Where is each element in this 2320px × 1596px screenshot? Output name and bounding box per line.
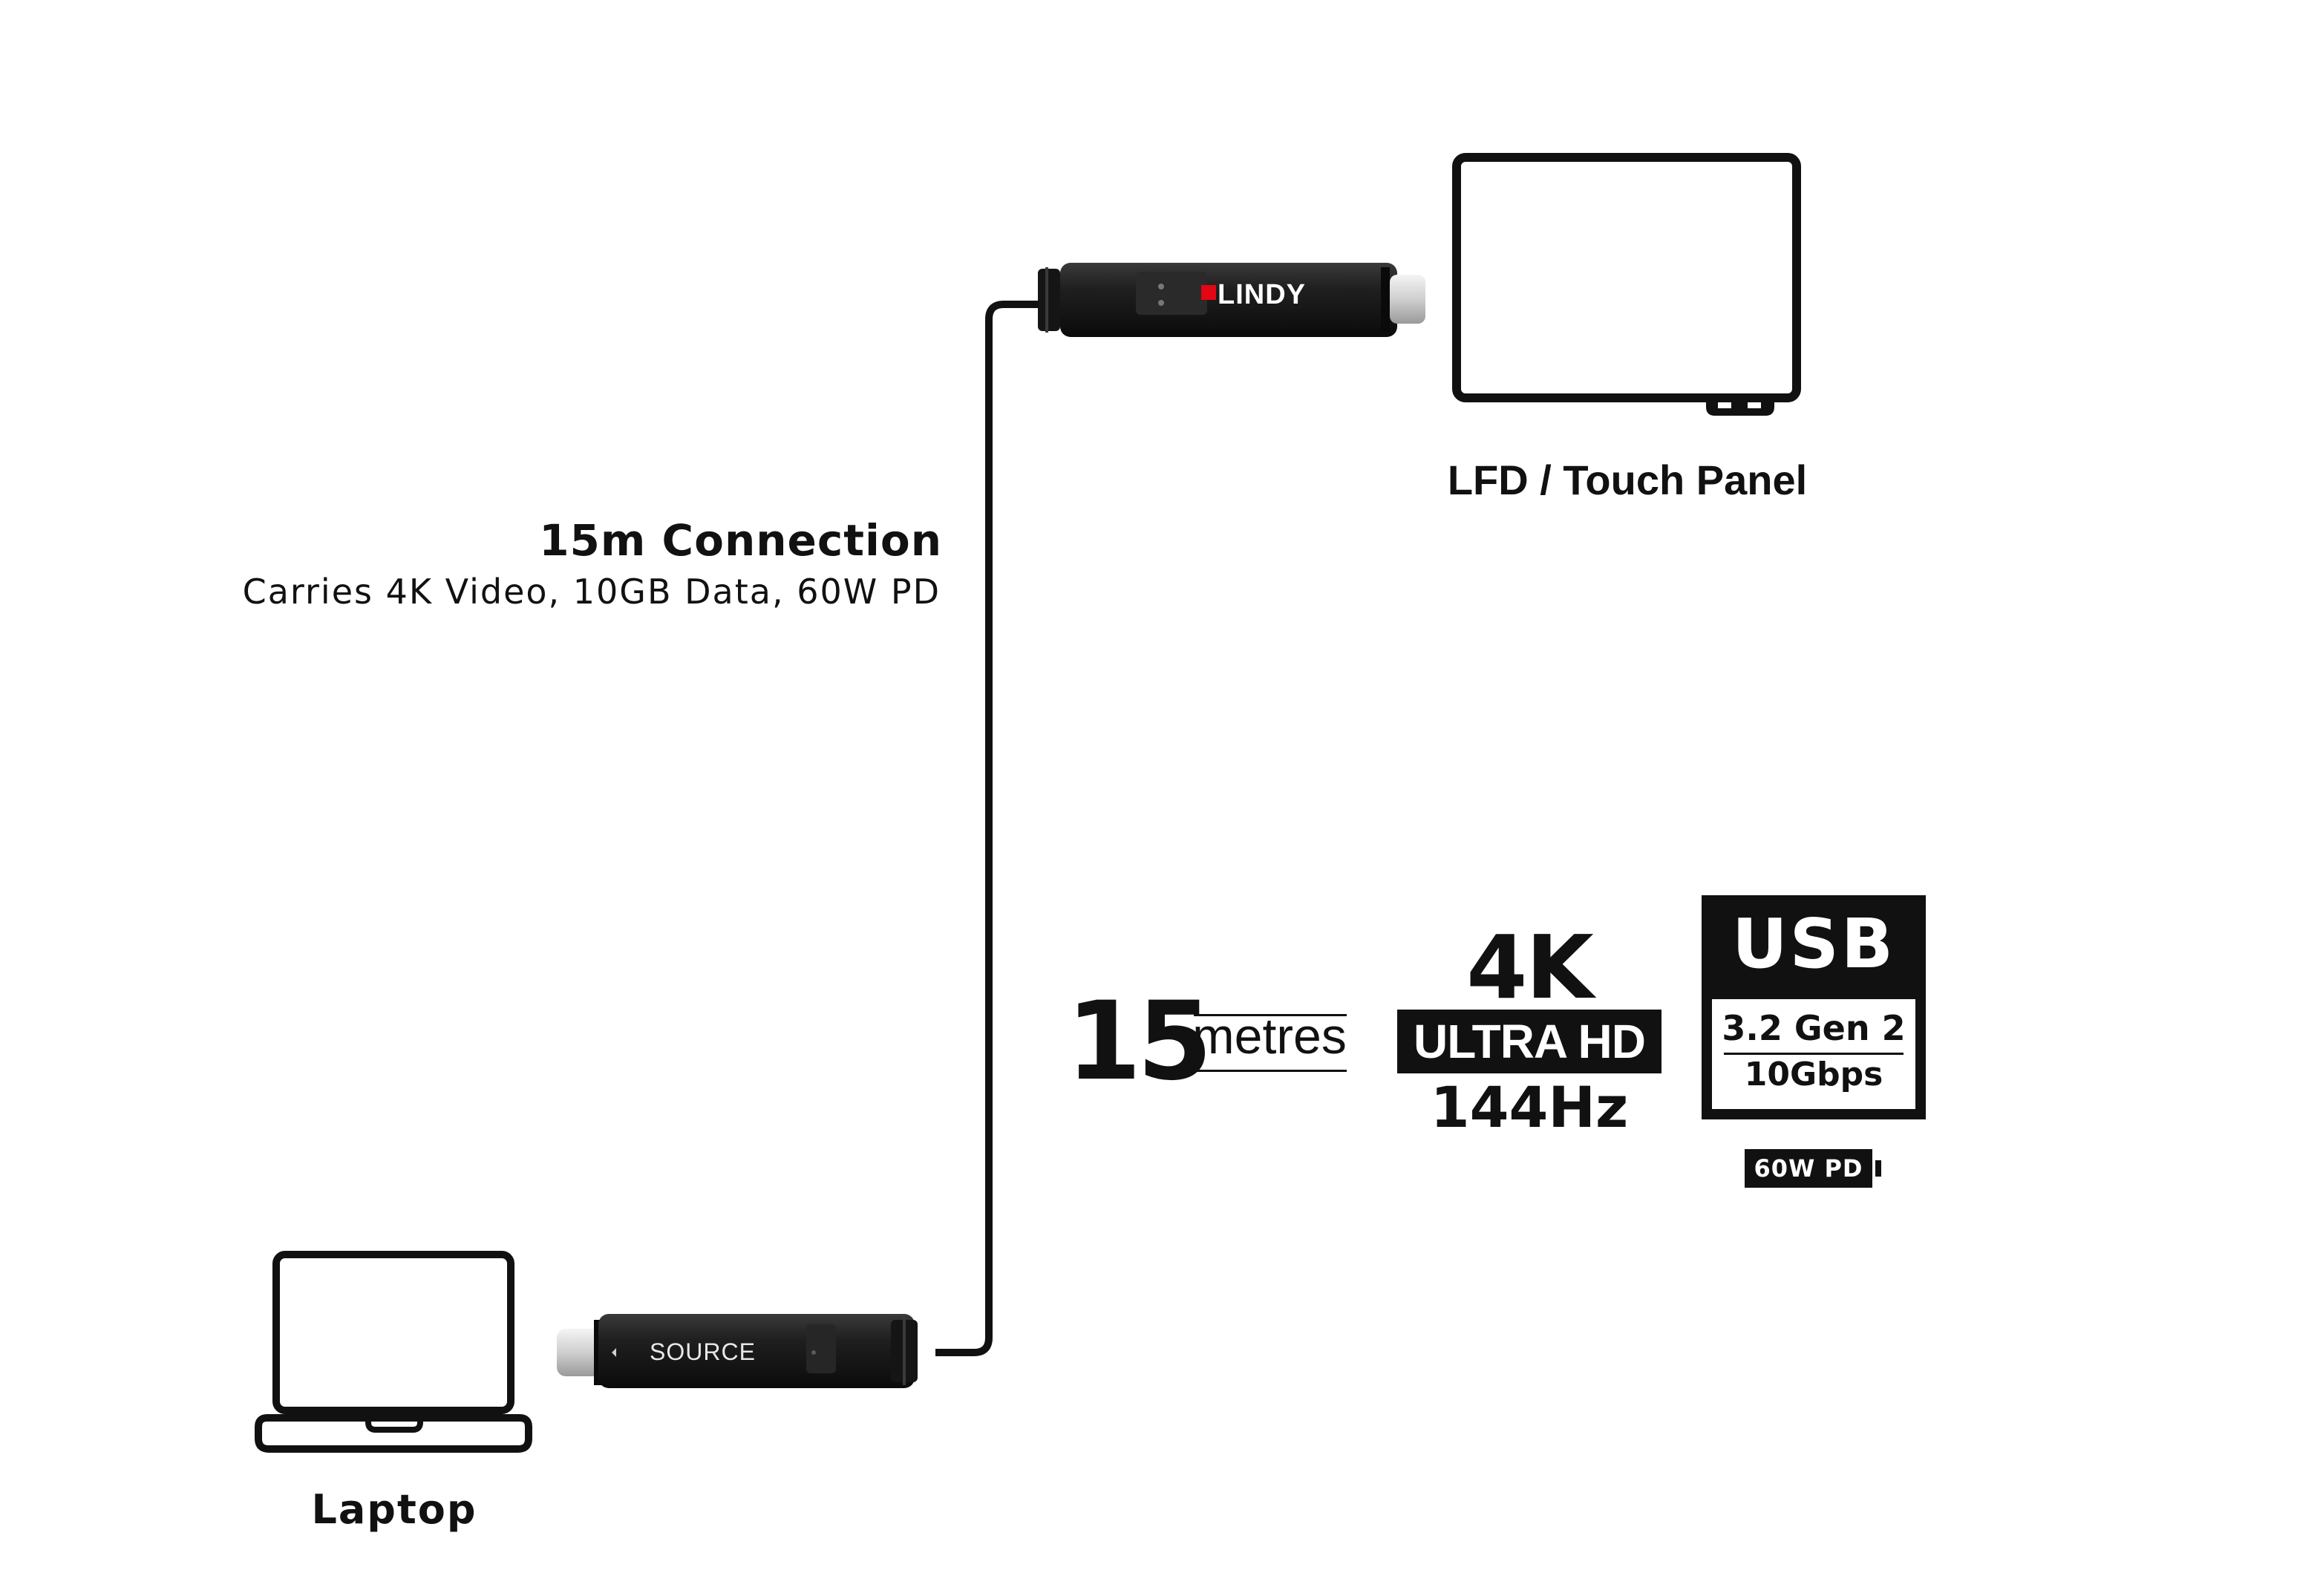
display-icon (1452, 153, 1801, 416)
usb-divider (1724, 1053, 1904, 1055)
length-value: 15 (1066, 978, 1212, 1105)
length-rule-bottom (1194, 1070, 1347, 1072)
display-label: LFD / Touch Panel (1447, 457, 1808, 503)
cable-connector-icon (557, 1314, 918, 1388)
brand-accent-square (1201, 285, 1216, 300)
connection-subtitle: Carries 4K Video, 10GB Data, 60W PD (242, 572, 941, 612)
usb-title: USB (1731, 904, 1896, 984)
cable (935, 301, 1047, 1356)
connector-source-label: SOURCE (650, 1338, 756, 1365)
battery-tip (1875, 1160, 1881, 1177)
connection-title: 15m Connection (539, 515, 942, 566)
connector-brand: LINDY (1218, 279, 1306, 310)
resolution-badge: 4K (1466, 916, 1594, 1018)
usb-version: 3.2 Gen 2 (1722, 1008, 1906, 1048)
power-delivery-label: 60W PD (1754, 1154, 1863, 1183)
refresh-rate: 144Hz (1430, 1074, 1629, 1140)
laptop-label: Laptop (311, 1486, 477, 1533)
battery-icon (1745, 1149, 1872, 1188)
length-unit: metres (1192, 1008, 1347, 1064)
cable-connector-icon (1038, 263, 1425, 337)
usb-speed: 10Gbps (1744, 1056, 1883, 1093)
length-rule-top (1194, 1014, 1347, 1016)
laptop-icon (255, 1251, 532, 1453)
resolution-tag: ULTRA HD (1397, 1010, 1661, 1073)
